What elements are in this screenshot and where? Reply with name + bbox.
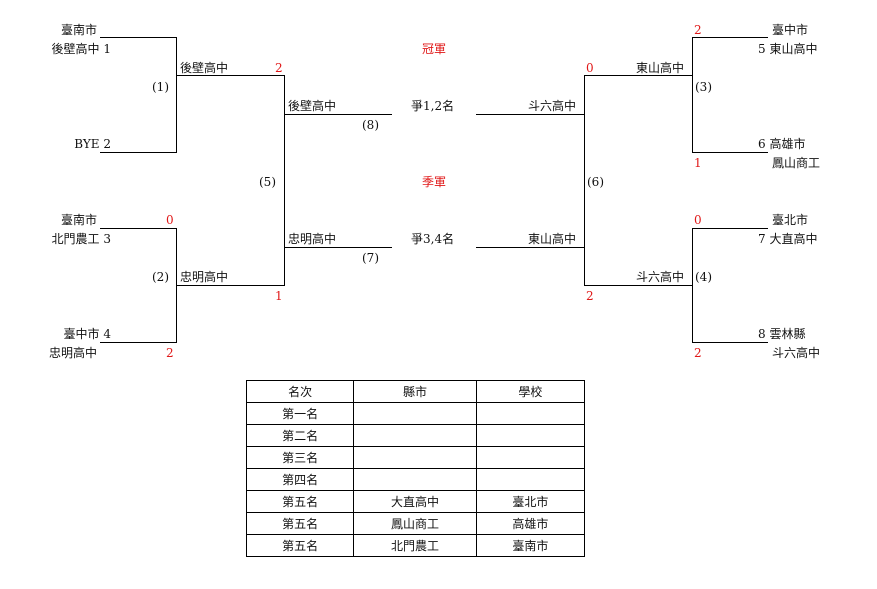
county-cell: 北門農工: [353, 534, 477, 557]
table-row: 第三名: [245, 446, 586, 469]
bracket-line: [100, 228, 177, 229]
bracket-line: [584, 75, 693, 76]
team3-school: 北門農工 3: [51, 232, 111, 246]
team2-bye: BYE 2: [74, 137, 111, 151]
header-rank: 名次: [245, 380, 355, 403]
match2-label: (2): [152, 270, 169, 284]
bracket-line: [692, 228, 768, 229]
semifinal-right-top: 斗六高中: [528, 99, 577, 113]
ranking-table: 名次 縣市 學校 第一名 第二名 第三名 第四名 第五名 大直高中: [245, 380, 586, 557]
school-cell: [475, 424, 586, 447]
bracket-line: [176, 75, 285, 76]
team1-school: 後壁高中 1: [51, 42, 111, 56]
match4-score: 2: [586, 289, 594, 303]
county-cell: 鳳山商工: [353, 512, 477, 535]
school-cell: 臺南市: [475, 534, 586, 557]
third-match-label: 爭3,4名: [411, 232, 455, 246]
semifinal-right-bot: 東山高中: [528, 232, 577, 246]
bracket-line: [100, 152, 177, 153]
school-cell: 臺北市: [475, 490, 586, 513]
semifinal-left-top: 後壁高中: [288, 99, 337, 113]
table-row: 第五名 鳳山商工 高雄市: [245, 512, 586, 535]
rank-cell: 第五名: [245, 490, 355, 513]
team8-city: 8 雲林縣: [758, 327, 806, 341]
bracket-line: [176, 37, 177, 153]
rank-cell: 第四名: [245, 468, 355, 491]
match5-label: (5): [259, 175, 276, 189]
school-cell: [475, 402, 586, 425]
match2-score-bot: 2: [166, 346, 174, 360]
match2-score-top: 0: [166, 213, 174, 227]
rank-cell: 第一名: [245, 402, 355, 425]
rank-cell: 第五名: [245, 534, 355, 557]
bracket-line: [100, 37, 177, 38]
team5-city: 臺中市: [772, 23, 809, 37]
bracket-line: [100, 342, 177, 343]
school-cell: [475, 468, 586, 491]
team7-score: 0: [694, 213, 702, 227]
bracket-line: [692, 37, 693, 153]
bracket-line: [176, 285, 285, 286]
match1-winner: 後壁高中: [180, 61, 229, 75]
match4-winner: 斗六高中: [636, 270, 685, 284]
bracket-line: [584, 285, 693, 286]
county-cell: [353, 446, 477, 469]
bracket-line: [692, 37, 768, 38]
match2-winner: 忠明高中: [180, 270, 229, 284]
team8-school: 斗六高中: [772, 346, 821, 360]
team8-score: 2: [694, 346, 702, 360]
third-place-label: 季軍: [422, 175, 447, 189]
table-row: 第五名 大直高中 臺北市: [245, 490, 586, 513]
match4-label: (4): [695, 270, 712, 284]
team3-city: 臺南市: [60, 213, 97, 227]
table-row: 第四名: [245, 468, 586, 491]
table-row: 第一名: [245, 402, 586, 425]
match3-score: 0: [586, 61, 594, 75]
team5-school: 5 東山高中: [758, 42, 818, 56]
match2-score-win: 1: [275, 289, 283, 303]
match1-score: 2: [275, 61, 283, 75]
bracket-line: [284, 247, 392, 248]
county-cell: 大直高中: [353, 490, 477, 513]
county-cell: [353, 424, 477, 447]
match3-label: (3): [695, 80, 712, 94]
school-cell: [475, 446, 586, 469]
county-cell: [353, 402, 477, 425]
table-row: 第二名: [245, 424, 586, 447]
match7-label: (7): [362, 251, 379, 265]
bracket-line: [692, 342, 768, 343]
rank-cell: 第二名: [245, 424, 355, 447]
team7-city: 臺北市: [772, 213, 809, 227]
team6-school: 鳳山商工: [772, 156, 821, 170]
final-match-label: 爭1,2名: [411, 99, 455, 113]
team4-city: 臺中市 4: [63, 327, 111, 341]
rank-cell: 第三名: [245, 446, 355, 469]
school-cell: 高雄市: [475, 512, 586, 535]
match1-label: (1): [152, 80, 169, 94]
county-cell: [353, 468, 477, 491]
bracket-line: [476, 247, 585, 248]
rank-cell: 第五名: [245, 512, 355, 535]
team7-school: 7 大直高中: [758, 232, 818, 246]
bracket-line: [692, 152, 768, 153]
bracket-line: [284, 114, 392, 115]
header-county: 縣市: [353, 380, 477, 403]
team1-city: 臺南市: [60, 23, 97, 37]
team4-school: 忠明高中: [48, 346, 97, 360]
ranking-header-row: 名次 縣市 學校: [245, 380, 586, 403]
match3-winner: 東山高中: [636, 61, 685, 75]
bracket-line: [584, 75, 585, 286]
table-row: 第五名 北門農工 臺南市: [245, 534, 586, 557]
bracket-line: [476, 114, 585, 115]
semifinal-left-bot: 忠明高中: [288, 232, 337, 246]
match6-label: (6): [587, 175, 604, 189]
team6-score: 1: [694, 156, 702, 170]
bracket-line: [284, 75, 285, 286]
header-school: 學校: [475, 380, 586, 403]
team6-city: 6 高雄市: [758, 137, 806, 151]
team5-score: 2: [694, 23, 702, 37]
match8-label: (8): [362, 118, 379, 132]
champion-label: 冠軍: [422, 42, 447, 56]
